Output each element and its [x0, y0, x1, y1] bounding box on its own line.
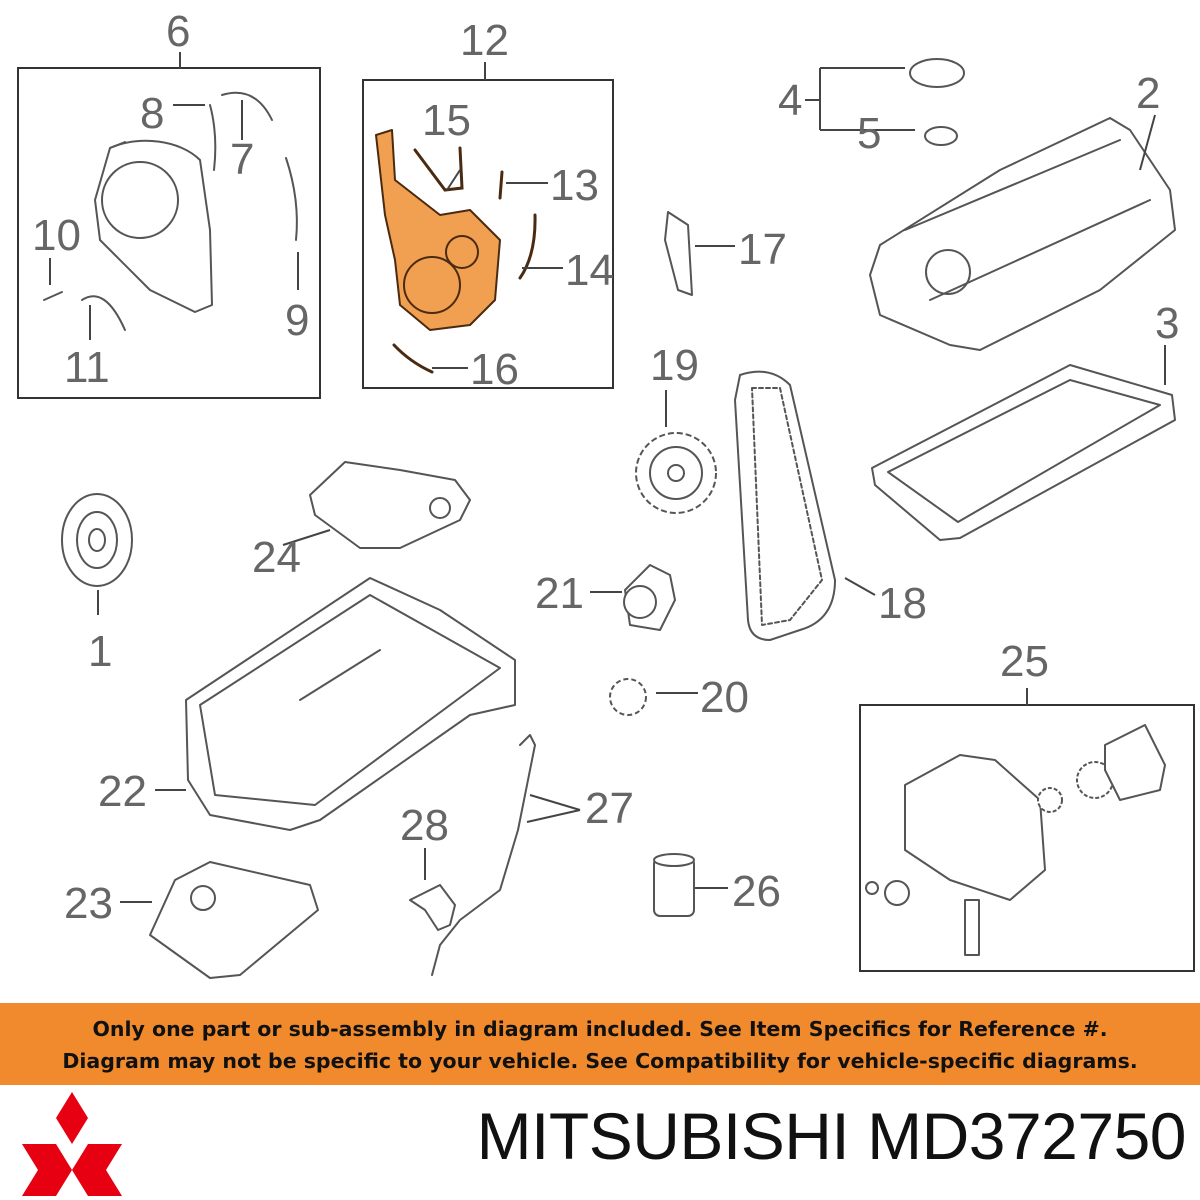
- callout-22: 22: [98, 767, 147, 816]
- group-box-12: [362, 79, 614, 389]
- part-seal-7: [221, 91, 273, 121]
- part-oil-pan-upper: [185, 577, 516, 831]
- callout-16: 16: [470, 345, 519, 394]
- part-seal-14: [518, 213, 537, 280]
- brand-name: MITSUBISHI: [476, 1099, 850, 1173]
- callout-17: 17: [738, 225, 787, 274]
- callout-12: 12: [460, 16, 509, 65]
- callout-24: 24: [252, 533, 301, 582]
- three-diamond-logo-icon: [22, 1092, 122, 1196]
- callout-14: 14: [565, 246, 614, 295]
- callout-20: 20: [700, 673, 749, 722]
- part-camshaft-sprocket: [635, 432, 717, 514]
- leader-lines: [49, 67, 1166, 903]
- callout-25: 25: [1000, 637, 1049, 686]
- part-seal-9: [285, 157, 298, 241]
- callout-11: 11: [64, 343, 110, 392]
- callout-4: 4: [778, 76, 802, 125]
- callout-28: 28: [400, 801, 449, 850]
- part-inner-timing-cover-highlighted: [375, 129, 501, 331]
- part-timing-cover-outer: [94, 139, 213, 313]
- callout-labels: 6 8 7 10 9 11 12 15 13 14 16 4 5 2 3 17 …: [32, 7, 1179, 928]
- part-oil-dipstick: [431, 734, 536, 976]
- callout-18: 18: [878, 579, 927, 628]
- brand-and-part-number: MITSUBISHI MD372750: [476, 1098, 1187, 1174]
- callout-26: 26: [732, 867, 781, 916]
- part-number: MD372750: [867, 1099, 1186, 1173]
- callout-21: 21: [535, 569, 584, 618]
- notice-line-1: Only one part or sub-assembly in diagram…: [92, 1017, 1108, 1041]
- callout-10: 10: [32, 211, 81, 260]
- parts-diagram: 6 8 7 10 9 11 12 15 13 14 16 4 5 2 3 17 …: [17, 7, 1195, 979]
- callout-19: 19: [650, 341, 699, 390]
- part-crankshaft-pulley: [61, 493, 133, 587]
- part-valve-cover: [869, 117, 1176, 351]
- callout-1: 1: [88, 627, 112, 676]
- part-oil-pump-assembly: [865, 724, 1166, 956]
- callout-27: 27: [585, 784, 634, 833]
- callout-5: 5: [857, 109, 881, 158]
- part-valve-cover-gasket: [871, 364, 1176, 541]
- compatibility-notice: Only one part or sub-assembly in diagram…: [0, 1003, 1200, 1085]
- callout-13: 13: [550, 161, 599, 210]
- part-belt-tensioner: [623, 564, 676, 631]
- part-seal-16: [392, 343, 434, 374]
- callout-2: 2: [1136, 69, 1160, 118]
- part-crankshaft-sprocket: [609, 678, 647, 716]
- logo-diamond-right: [72, 1144, 122, 1196]
- logo-diamond-top: [56, 1092, 88, 1144]
- callout-3: 3: [1155, 299, 1179, 348]
- notice-line-2: Diagram may not be specific to your vehi…: [62, 1049, 1138, 1073]
- part-seal-13: [498, 170, 504, 200]
- part-bolt-10: [43, 291, 63, 301]
- part-bracket-17: [664, 211, 693, 296]
- part-seal-8: [209, 104, 217, 171]
- part-oil-filler-cap-4: [909, 58, 965, 88]
- callout-23: 23: [64, 879, 113, 928]
- group-box-6: [17, 67, 321, 399]
- part-oil-pan-lower: [149, 861, 319, 979]
- part-oil-filter: [653, 853, 695, 917]
- callout-6: 6: [166, 7, 190, 56]
- logo-diamond-left: [22, 1144, 72, 1196]
- part-dipstick-tube: [409, 884, 456, 931]
- part-cap-gasket-5: [924, 126, 958, 146]
- part-oil-baffle: [309, 461, 471, 549]
- part-gasket-11: [81, 295, 126, 331]
- callout-9: 9: [285, 296, 309, 345]
- callout-15: 15: [422, 96, 471, 145]
- callout-7: 7: [230, 135, 254, 184]
- callout-8: 8: [140, 89, 164, 138]
